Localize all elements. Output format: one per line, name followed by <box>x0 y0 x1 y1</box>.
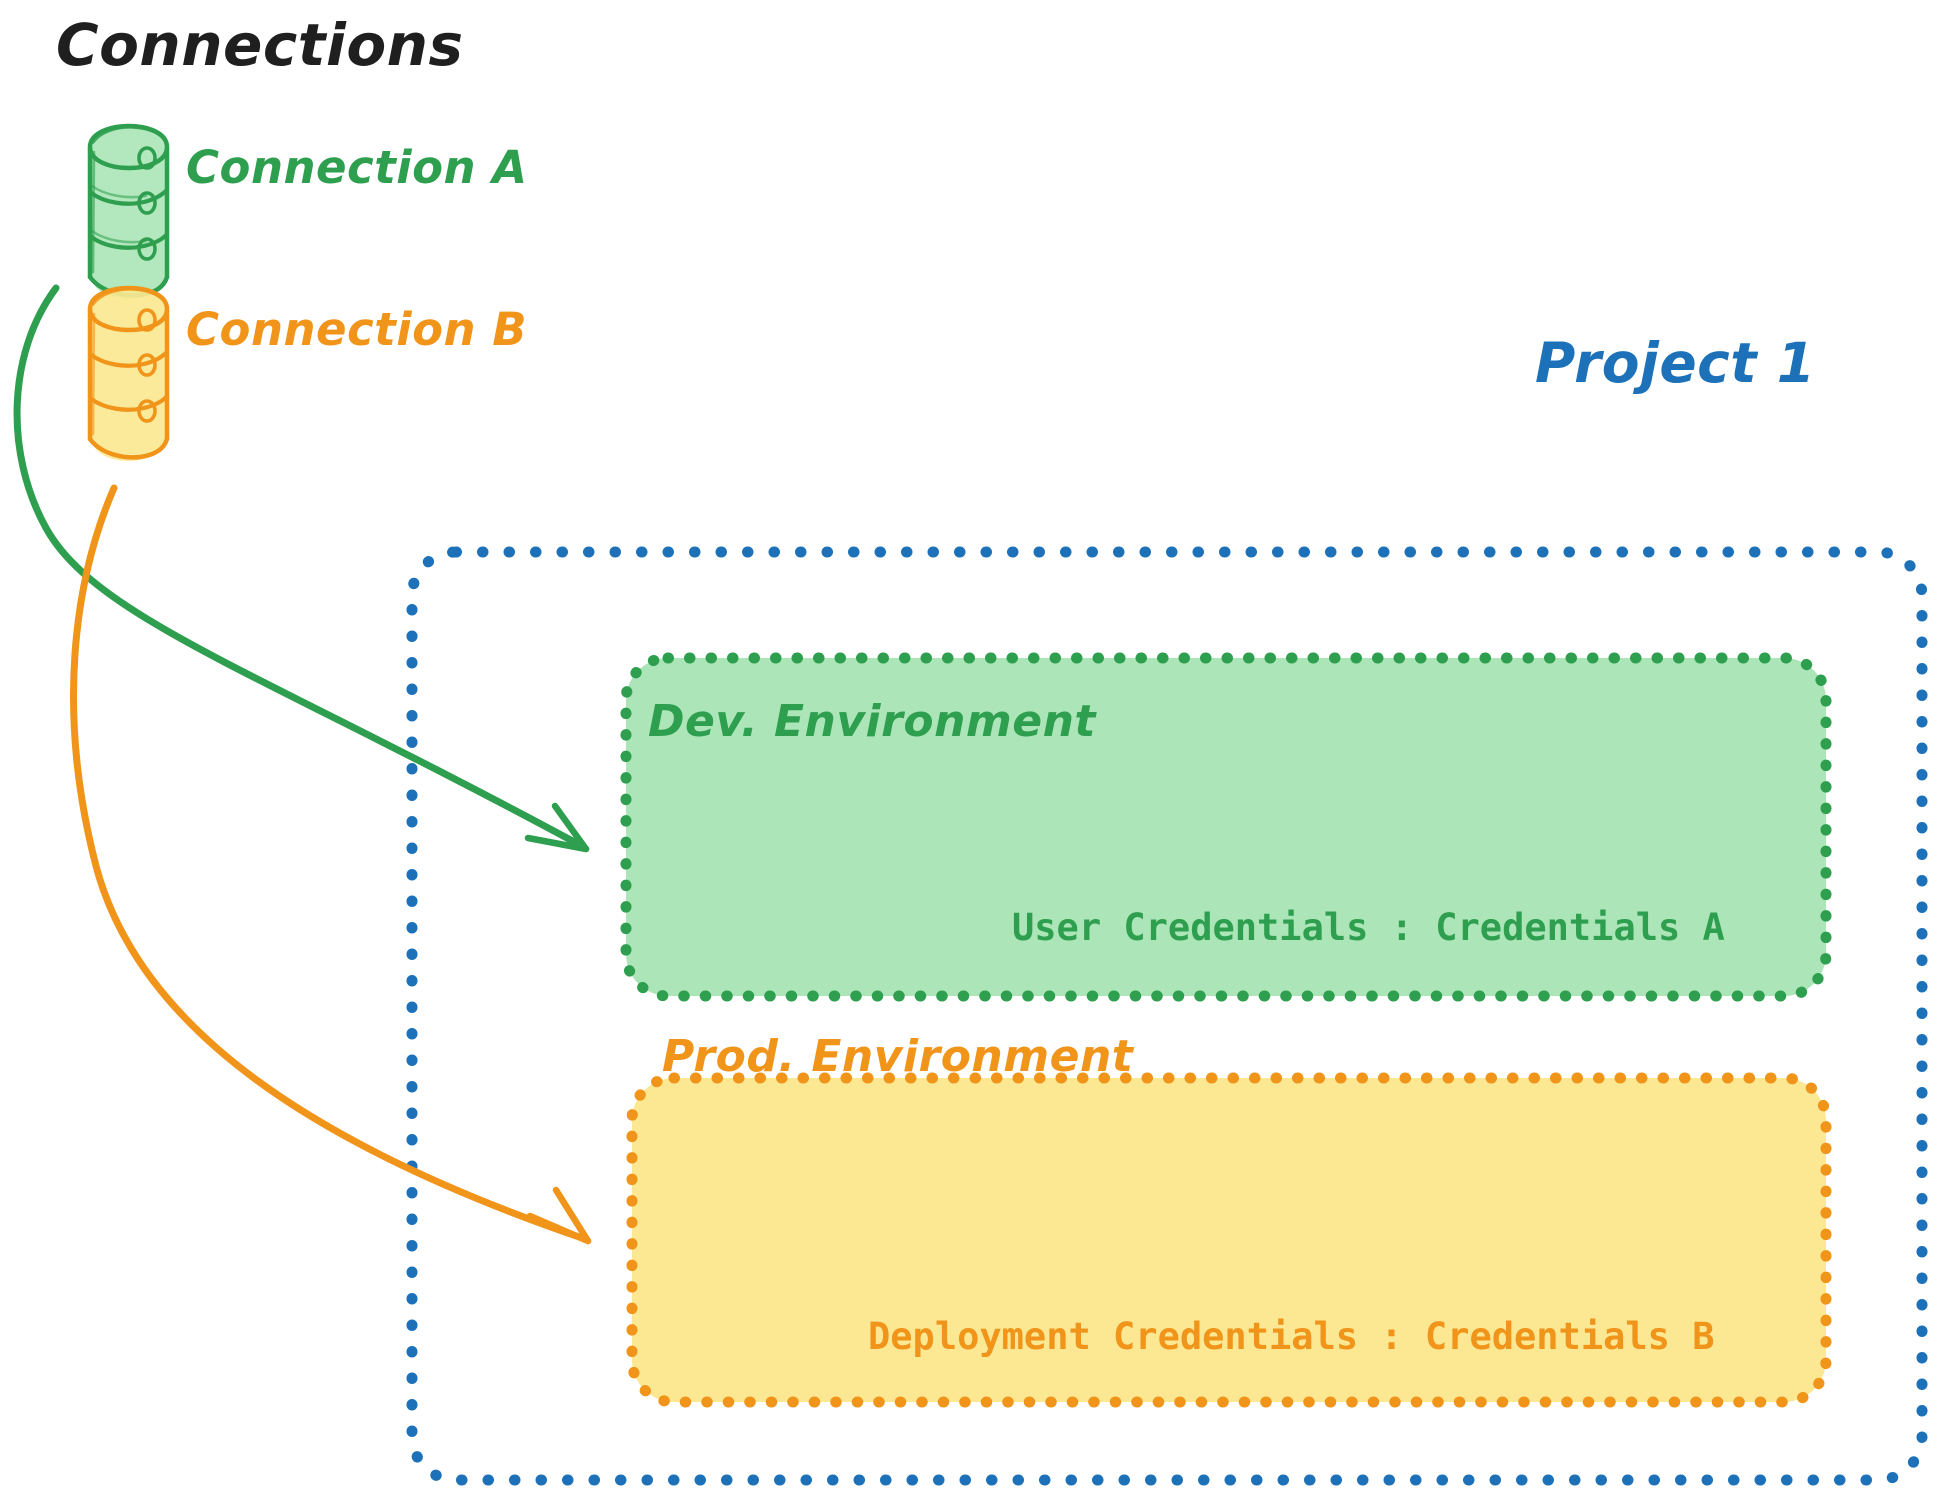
arrow-connection-a-to-dev <box>13 284 590 853</box>
project-title: Project 1 <box>1535 331 1816 395</box>
connection-a-label[interactable]: Connection A <box>186 141 528 194</box>
dev-environment-credentials: User Credentials : Credentials A <box>1012 906 1725 949</box>
connection-b-database-icon[interactable] <box>87 285 170 461</box>
prod-environment-box-fill <box>632 1078 1826 1402</box>
dev-environment-box-border <box>620 652 1832 1002</box>
prod-environment-title: Prod. Environment <box>662 1031 1134 1082</box>
prod-environment-box-border <box>626 1072 1832 1408</box>
prod-environment-credentials: Deployment Credentials : Credentials B <box>868 1315 1715 1358</box>
arrow-connection-b-to-prod <box>70 484 592 1245</box>
dev-environment-box-fill <box>626 658 1826 996</box>
page-title: Connections <box>56 11 464 79</box>
connection-b-label[interactable]: Connection B <box>186 303 528 356</box>
project-container-border <box>406 546 1928 1486</box>
connection-a-database-icon[interactable] <box>87 123 170 299</box>
dev-environment-title: Dev. Environment <box>648 696 1096 747</box>
